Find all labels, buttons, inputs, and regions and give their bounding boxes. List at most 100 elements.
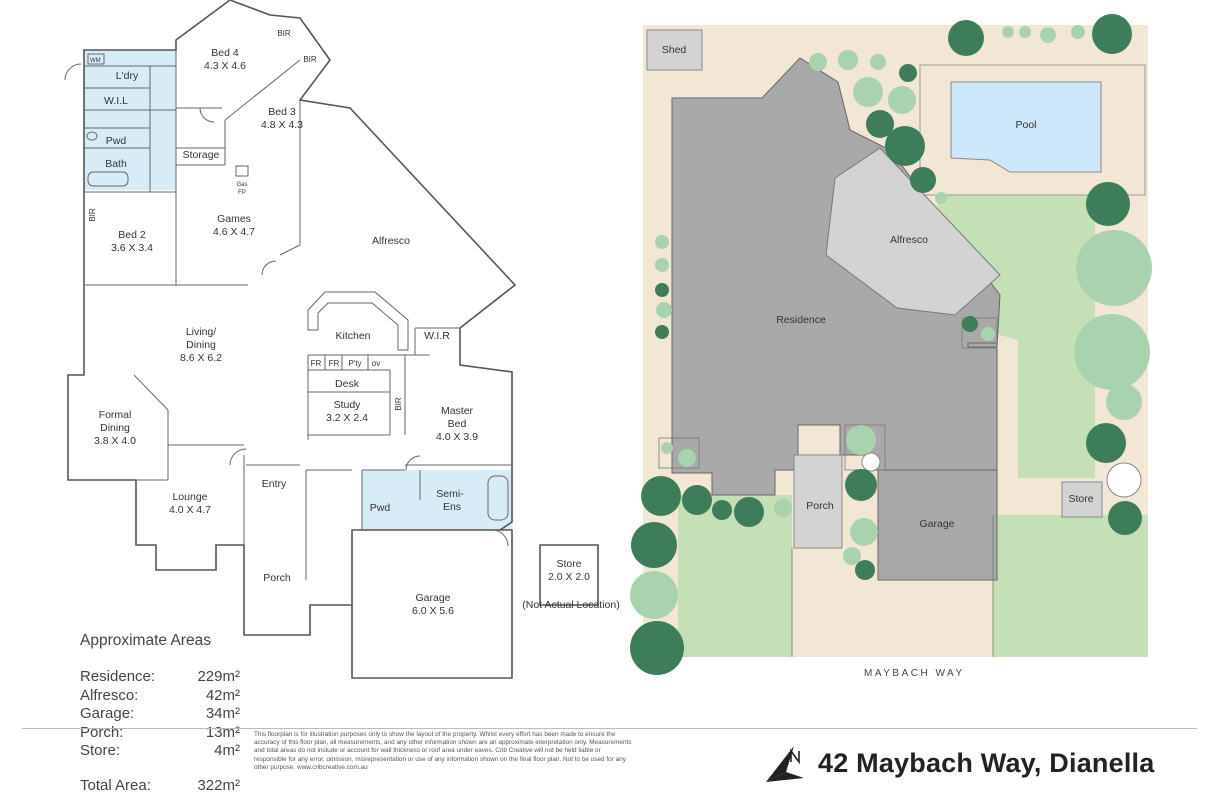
room-label-formal-1: Formal	[99, 409, 132, 421]
room-label-semi-ens-2: Ens	[443, 501, 461, 513]
bir-label-bed2: BIR	[88, 208, 97, 222]
room-size-store: 2.0 X 2.0	[548, 571, 590, 583]
area-row: Garage: 34m²	[80, 705, 240, 724]
area-value: 229m²	[197, 668, 240, 685]
bathtub	[87, 171, 129, 187]
wet-area-fill	[84, 50, 176, 190]
areas-heading: Approximate Areas	[80, 632, 211, 649]
shed	[646, 29, 703, 71]
door-swing	[199, 107, 215, 123]
room-label-living-2: Dining	[186, 339, 216, 351]
area-row: Residence: 229m²	[80, 668, 240, 687]
room-size-games: 4.6 X 4.7	[213, 226, 255, 238]
kitchen-bench	[307, 291, 409, 351]
bir-label-master: BIR	[394, 397, 403, 411]
floor-plan: WM Bed 4 4.3 X 4.6 BIR BIR Bed 3 4.8 X 4…	[64, 0, 620, 679]
area-row: Store:4m²	[80, 742, 240, 761]
room-label-master-2: Bed	[448, 418, 467, 430]
area-row: Porch: 13m²	[80, 724, 240, 743]
area-value: 42m²	[205, 686, 240, 704]
alfresco-area	[825, 147, 1001, 316]
room-label-games: Games	[217, 213, 251, 225]
area-label: Alfresco:	[80, 686, 139, 704]
room-size-formal: 3.8 X 4.0	[94, 435, 136, 447]
gas-label: Gas	[236, 182, 247, 188]
property-address: 42 Maybach Way, Dianella	[818, 748, 1155, 778]
area-label: Garage:	[80, 705, 135, 722]
bathtub	[487, 475, 509, 521]
room-size-bed3: 4.8 X 4.3	[261, 119, 303, 131]
room-label-entry: Entry	[262, 478, 287, 490]
site-label-porch: Porch	[806, 500, 834, 512]
area-value: 34m²	[205, 705, 240, 722]
bir-label-bed4: BIR	[277, 29, 291, 38]
ensuite-fill	[362, 470, 512, 530]
room-label-storage: Storage	[183, 149, 220, 161]
site-store	[1061, 481, 1103, 518]
site-plan: Shed Pool Alfresco Residence Porch Garag…	[630, 14, 1152, 675]
property-plan-drawing: WM Bed 4 4.3 X 4.6 BIR BIR Bed 3 4.8 X 4…	[64, 0, 1152, 679]
room-size-bed2: 3.6 X 3.4	[111, 242, 153, 254]
room-label-porch: Porch	[263, 572, 291, 584]
site-label-shed: Shed	[662, 44, 687, 56]
door-swing	[64, 63, 82, 81]
room-label-pwd2: Pwd	[370, 502, 391, 514]
room-label-study: Study	[334, 399, 362, 411]
floor-plan-outline	[67, 0, 517, 679]
room-label-bed4: Bed 4	[211, 47, 239, 59]
door-swing	[229, 448, 247, 466]
bir-label-bed3: BIR	[303, 55, 317, 64]
internal-walls	[84, 50, 512, 580]
site-label-garage: Garage	[919, 518, 954, 530]
garage-footprint	[877, 469, 998, 581]
footer-divider	[22, 728, 1197, 729]
site-label-residence: Residence	[776, 314, 826, 326]
site-label-store: Store	[1068, 493, 1093, 505]
pantry-label: P'ty	[348, 359, 361, 368]
total-area-value: 322m²	[197, 776, 240, 794]
total-area-label: Total Area:	[80, 776, 151, 794]
room-size-garage: 6.0 X 5.6	[412, 605, 454, 617]
disclaimer-text: This floorplan is for illustration purpo…	[254, 731, 632, 771]
area-label: Residence:	[80, 668, 156, 685]
room-label-master-1: Master	[441, 405, 474, 417]
area-row: Alfresco: 42m²	[80, 687, 240, 706]
approximate-areas: Approximate Areas Residence: 229m² Alfres…	[80, 632, 240, 795]
room-label-semi-ens-1: Semi-	[436, 488, 464, 500]
room-label-alfresco: Alfresco	[372, 235, 410, 247]
room-label-desk: Desk	[335, 378, 360, 390]
room-label-bath: Bath	[105, 158, 127, 170]
porch-area	[793, 454, 843, 549]
front-lawn-right	[993, 515, 1148, 657]
room-label-kitchen: Kitchen	[335, 330, 370, 342]
room-label-bed2: Bed 2	[118, 229, 146, 241]
room-label-garage: Garage	[415, 592, 450, 604]
gas-fireplace	[235, 165, 249, 177]
room-size-bed4: 4.3 X 4.6	[204, 60, 246, 72]
area-value: 13m²	[205, 723, 240, 741]
room-label-laundry: L'dry	[116, 70, 139, 82]
area-label: Porch:	[80, 723, 124, 741]
street-name: MAYBACH WAY	[864, 668, 965, 679]
room-label-wil: W.I.L	[104, 95, 128, 107]
door-swing	[261, 260, 277, 276]
pool	[950, 81, 1102, 173]
toilet	[86, 131, 98, 141]
front-lawn-left	[678, 495, 792, 657]
room-label-lounge: Lounge	[172, 491, 207, 503]
fp-label: FP	[238, 190, 246, 196]
room-label-bed3: Bed 3	[268, 106, 296, 118]
oven-label: ov	[372, 359, 380, 368]
fridge-label: FR	[311, 359, 322, 368]
room-size-lounge: 4.0 X 4.7	[169, 504, 211, 516]
door-swing	[405, 455, 421, 471]
room-size-living: 8.6 X 6.2	[180, 352, 222, 364]
area-label: Store:	[80, 742, 121, 759]
room-size-study: 3.2 X 2.4	[326, 412, 368, 424]
trees	[630, 14, 1152, 675]
room-label-pwd: Pwd	[106, 135, 127, 147]
room-label-living-1: Living/	[186, 326, 216, 338]
washing-machine	[87, 53, 105, 65]
fridge-label: FR	[329, 359, 340, 368]
site-label-pool: Pool	[1015, 119, 1036, 131]
